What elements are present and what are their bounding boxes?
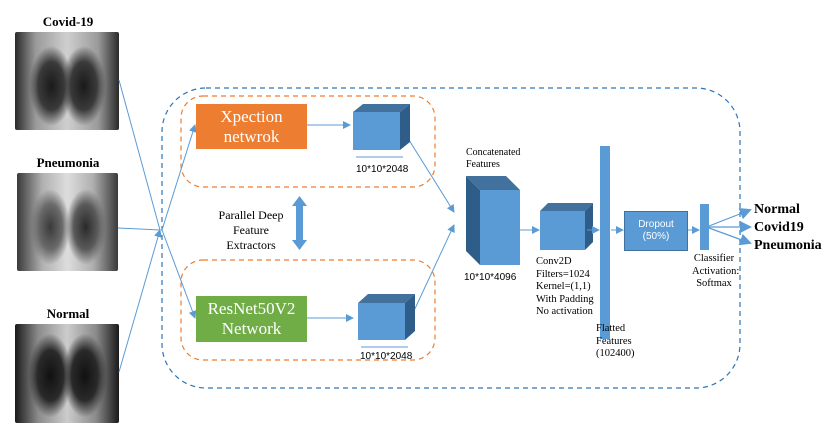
resnet-dims-label: 10*10*2048 xyxy=(360,351,413,362)
output-arrow-pneumonia xyxy=(708,227,752,246)
xray-image-pneumonia xyxy=(17,173,118,271)
connector-to-xception xyxy=(161,124,197,231)
parallel-double-arrow xyxy=(292,196,307,250)
xray-image-covid xyxy=(15,32,119,130)
concatenated-features-cube xyxy=(466,176,520,265)
resnet-network-box: ResNet50V2 Network xyxy=(196,296,307,342)
xception-dims-label: 10*10*2048 xyxy=(356,164,409,175)
outer-dashed-frame xyxy=(161,87,741,389)
xray-image-normal xyxy=(15,324,119,423)
output-label-covid19: Covid19 xyxy=(754,220,804,235)
input-label-pneumonia: Pneumonia xyxy=(36,155,100,170)
input-label-covid: Covid-19 xyxy=(42,14,94,29)
input-label-normal: Normal xyxy=(46,306,90,321)
connector-xcube-concat xyxy=(408,139,455,213)
connector-normal xyxy=(118,229,162,373)
output-label-normal: Normal xyxy=(754,202,800,217)
flatten-bar xyxy=(600,146,610,339)
dropout-box: Dropout (50%) xyxy=(624,211,688,251)
resnet-dashed-frame xyxy=(180,259,436,361)
connector-rcube-concat xyxy=(411,224,455,316)
xception-network-box: Xpection netwrok xyxy=(196,104,307,149)
classifier-label: Classifier Activation: Softmax xyxy=(692,253,740,289)
output-label-pneumonia: Pneumonia xyxy=(754,238,822,253)
conv2d-label: Conv2D Filters=1024 Kernel=(1,1) With Pa… xyxy=(536,256,594,317)
resnet-output-cube xyxy=(358,294,415,340)
output-arrow-normal xyxy=(708,208,752,227)
classifier-bar xyxy=(700,204,709,250)
xception-output-cube xyxy=(353,104,410,150)
conv2d-cube xyxy=(540,203,593,250)
connector-pneumonia xyxy=(117,227,161,231)
concatenated-features-label: Concatenated Features xyxy=(466,147,521,170)
parallel-extractors-label: Parallel Deep Feature Extractors xyxy=(218,208,284,252)
flatten-label: Flatted Features (102400) xyxy=(596,323,635,359)
connector-covid xyxy=(118,79,161,231)
connector-to-resnet xyxy=(161,229,197,319)
concatenated-dims-label: 10*10*4096 xyxy=(464,272,517,283)
